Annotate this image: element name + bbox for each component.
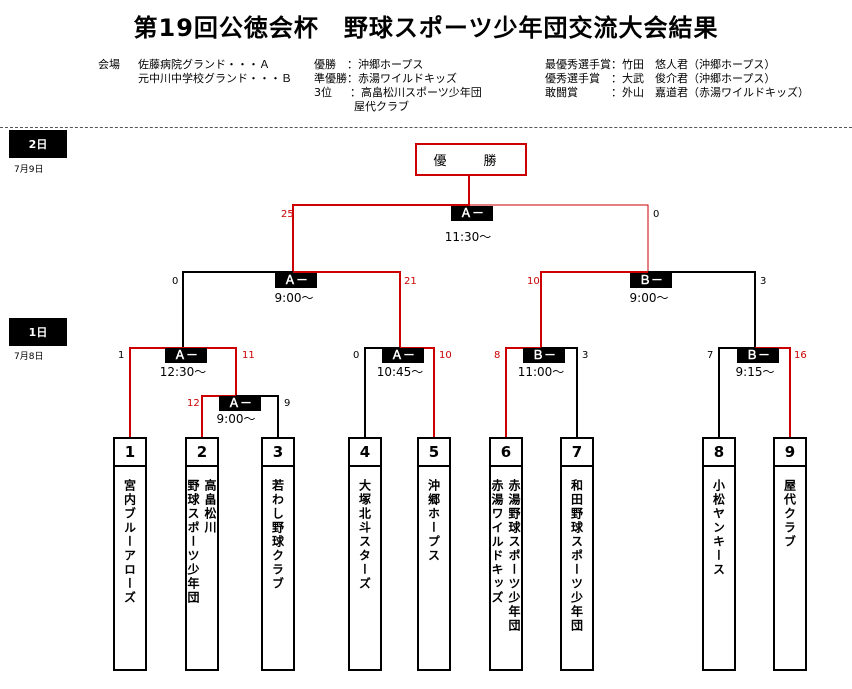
semi-right-time: 9:00〜 xyxy=(629,291,669,305)
semi-right-score-left: 10 xyxy=(527,276,540,287)
award-fighting: 敢闘賞 ：外山 嘉道君（赤湯ワイルドキッズ） xyxy=(545,86,809,99)
day1-date: 7月8日 xyxy=(14,352,44,362)
b1-score-left: 7 xyxy=(707,350,714,361)
team-3: 3 若わし野球クラブ xyxy=(261,437,295,671)
semi-left-score-left: 0 xyxy=(172,276,179,287)
team-number: 6 xyxy=(489,437,523,467)
final-left-line xyxy=(292,174,470,272)
semi-right-score-right: 3 xyxy=(760,276,767,287)
team-number: 9 xyxy=(773,437,807,467)
b2-time: 11:00〜 xyxy=(517,365,565,379)
r0-score-left: 12 xyxy=(187,398,200,409)
team-6: 6 赤湯野球スポーツ少年団 赤湯ワイルドキッズ xyxy=(489,437,523,671)
result-runner-up: 準優勝：赤湯ワイルドキッズ xyxy=(314,72,457,85)
final-score-right: 0 xyxy=(653,209,660,220)
award-excellent: 優秀選手賞 ：大武 俊介君（沖郷ホープス） xyxy=(545,72,776,85)
result-third-1: ：高畠松川スポーツ少年団 xyxy=(350,86,482,99)
award-mvp: 最優秀選手賞：竹田 悠人君（沖郷ホープス） xyxy=(545,58,776,71)
team-name: 大塚北斗スターズ xyxy=(357,479,372,591)
day1-badge: 1日 xyxy=(9,318,67,346)
semi-left-right-line xyxy=(293,271,401,348)
team-name: 小松ヤンキース xyxy=(711,479,726,577)
team-2: 2 高畠松川 野球スポーツ少年団 xyxy=(185,437,219,671)
venue-line-b: 元中川中学校グランド・・・Ｂ xyxy=(138,72,292,85)
semi-left-label: Ａ－１ xyxy=(275,273,317,302)
semi-left-left-line xyxy=(182,271,293,348)
b2-score-left: 8 xyxy=(494,350,501,361)
team-number: 4 xyxy=(348,437,382,467)
final-right-line xyxy=(469,204,649,272)
result-champion: 優勝 ：沖郷ホープス xyxy=(314,58,424,71)
venue-line-a: 佐藤病院グランド・・・Ａ xyxy=(138,58,270,71)
final-label: Ａ－２ xyxy=(451,206,493,235)
b2-score-right: 3 xyxy=(582,350,589,361)
team-number: 1 xyxy=(113,437,147,467)
team-name: 沖郷ホープス xyxy=(426,479,441,563)
a2-label: Ａ－２ xyxy=(382,348,424,377)
team-number: 8 xyxy=(702,437,736,467)
b1-score-right: 16 xyxy=(794,350,807,361)
a2-score-left: 0 xyxy=(353,350,360,361)
semi-right-left-line xyxy=(540,271,648,348)
team-name: 宮内ブルーアローズ xyxy=(122,479,137,605)
team-5: 5 沖郷ホープス xyxy=(417,437,451,671)
r0-time: 9:00〜 xyxy=(216,412,256,426)
semi-right-label: Ｂ－１ xyxy=(630,273,672,302)
day2-badge: 2日 xyxy=(9,130,67,158)
result-third-label: 3位 xyxy=(314,86,332,99)
team-number: 7 xyxy=(560,437,594,467)
team-number: 2 xyxy=(185,437,219,467)
semi-left-score-right: 21 xyxy=(404,276,417,287)
a3-label: Ａ－３ xyxy=(165,348,207,377)
result-third-2: 屋代クラブ xyxy=(354,100,409,113)
team-name: 屋代クラブ xyxy=(782,479,797,549)
r0-score-right: 9 xyxy=(284,398,291,409)
r0-label: Ａ－１ xyxy=(219,396,261,425)
semi-right-right-line xyxy=(648,271,756,348)
final-time: 11:30〜 xyxy=(444,230,492,244)
team-8: 8 小松ヤンキース xyxy=(702,437,736,671)
team-name: 赤湯野球スポーツ少年団 赤湯ワイルドキッズ xyxy=(490,479,521,633)
a2-score-right: 10 xyxy=(439,350,452,361)
semi-left-time: 9:00〜 xyxy=(274,291,314,305)
team-1: 1 宮内ブルーアローズ xyxy=(113,437,147,671)
a3-time: 12:30〜 xyxy=(159,365,207,379)
team-name: 若わし野球クラブ xyxy=(270,479,285,591)
final-score-left: 25 xyxy=(281,209,294,220)
team-name: 和田野球スポーツ少年団 xyxy=(569,479,584,633)
b1-label: Ｂ－１ xyxy=(737,348,779,377)
b1-time: 9:15〜 xyxy=(735,365,775,379)
day2-date: 7月9日 xyxy=(14,165,44,175)
page-title: 第19回公徳会杯 野球スポーツ少年団交流大会結果 xyxy=(133,14,719,42)
a3-score-left: 1 xyxy=(118,350,125,361)
team-4: 4 大塚北斗スターズ xyxy=(348,437,382,671)
separator xyxy=(0,127,852,128)
team-9: 9 屋代クラブ xyxy=(773,437,807,671)
champion-box: 優 勝 xyxy=(415,143,527,176)
a3-score-right: 11 xyxy=(242,350,255,361)
team-name: 高畠松川 野球スポーツ少年団 xyxy=(186,479,217,605)
venue-label: 会場 xyxy=(98,58,120,71)
b2-label: Ｂ－２ xyxy=(523,348,565,377)
team-7: 7 和田野球スポーツ少年団 xyxy=(560,437,594,671)
a2-time: 10:45〜 xyxy=(376,365,424,379)
team-number: 5 xyxy=(417,437,451,467)
team-number: 3 xyxy=(261,437,295,467)
